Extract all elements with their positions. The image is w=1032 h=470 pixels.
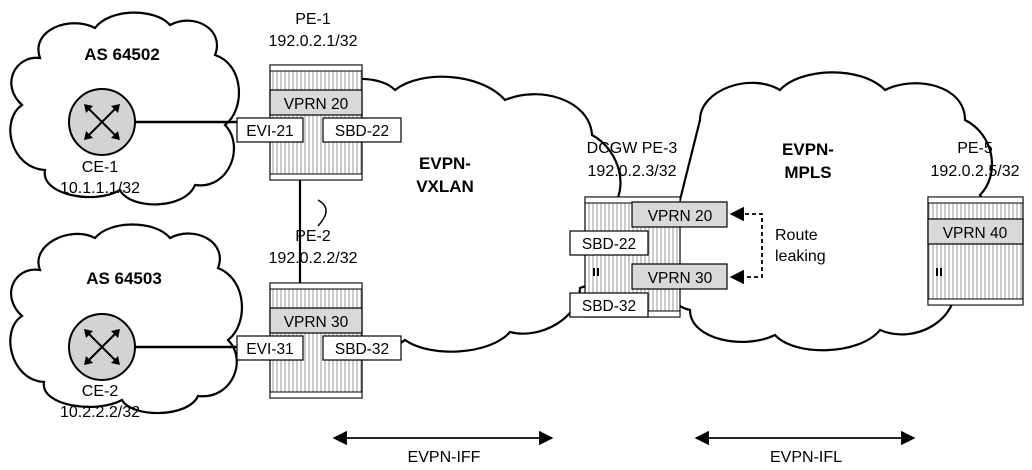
evpn-ifl-label: EVPN-IFL	[770, 449, 842, 466]
evpn-vxlan-label-line1: EVPN-	[419, 154, 471, 173]
pe2-ip: 192.0.2.2/32	[269, 250, 358, 267]
evpn-mpls-label-line2: MPLS	[784, 163, 831, 182]
pe3-vprn20-box	[631, 201, 728, 228]
evpn-mpls-label-line1: EVPN-	[782, 140, 834, 159]
evpn-iff-label: EVPN-IFF	[408, 449, 481, 466]
pe2-name: PE-2	[295, 228, 331, 245]
ce2-ip: 10.2.2.2/32	[60, 404, 140, 421]
pe3-sbd22-box	[569, 230, 649, 256]
pe3-vprn30-box	[631, 263, 728, 290]
pe3-vprn30-label: VPRN 30	[648, 270, 713, 287]
pe3-ip: 192.0.2.3/32	[588, 163, 677, 180]
pe5-ip: 192.0.2.5/32	[931, 163, 1020, 180]
pe2-evi-box	[236, 335, 304, 361]
pe1-evi-box	[236, 117, 304, 143]
ce2-name: CE-2	[82, 383, 119, 400]
pe1-ip: 192.0.2.1/32	[269, 33, 358, 50]
pe2-vprn-box	[269, 307, 363, 334]
as64503-label: AS 64503	[86, 269, 162, 288]
pe5-name: PE-5	[957, 140, 993, 157]
pe1-name: PE-1	[295, 11, 331, 28]
route-leaking-line1: Route	[775, 227, 818, 244]
route-leaking-arrow	[729, 206, 763, 285]
pe3-vprn20-label: VPRN 20	[648, 208, 713, 225]
pe3-name: DCGW PE-3	[587, 140, 678, 157]
pe3-sbd32-box	[569, 292, 649, 318]
pe2-sbd-label: SBD-32	[335, 341, 389, 358]
as64502-label: AS 64502	[84, 45, 160, 64]
pe3-sbd32-label: SBD-32	[582, 298, 636, 315]
pe5-vprn-label: VPRN 40	[943, 225, 1008, 242]
ce1-router-icon	[68, 88, 136, 156]
route-leaking-line2: leaking	[775, 248, 826, 265]
pe2-evi-label: EVI-31	[246, 341, 293, 358]
pe1-vprn-box	[269, 89, 363, 116]
pe5-router	[927, 196, 1024, 306]
pe3-sbd22-label: SBD-22	[582, 236, 636, 253]
as64503-cloud	[9, 223, 244, 415]
evpn-vxlan-label-line2: VXLAN	[416, 177, 474, 196]
pe1-sbd-box	[322, 117, 402, 143]
ce2-router-icon	[68, 313, 136, 381]
pe1-pe2-link	[317, 199, 327, 227]
pe1-vprn-label: VPRN 20	[284, 96, 349, 113]
pe2-vprn-label: VPRN 30	[284, 314, 349, 331]
pe1-sbd-label: SBD-22	[335, 123, 389, 140]
pe2-sbd-box	[322, 335, 402, 361]
pe1-evi-label: EVI-21	[246, 123, 293, 140]
pe5-vprn-box	[927, 218, 1024, 245]
ce1-ip: 10.1.1.1/32	[60, 180, 140, 197]
ce1-name: CE-1	[82, 159, 119, 176]
